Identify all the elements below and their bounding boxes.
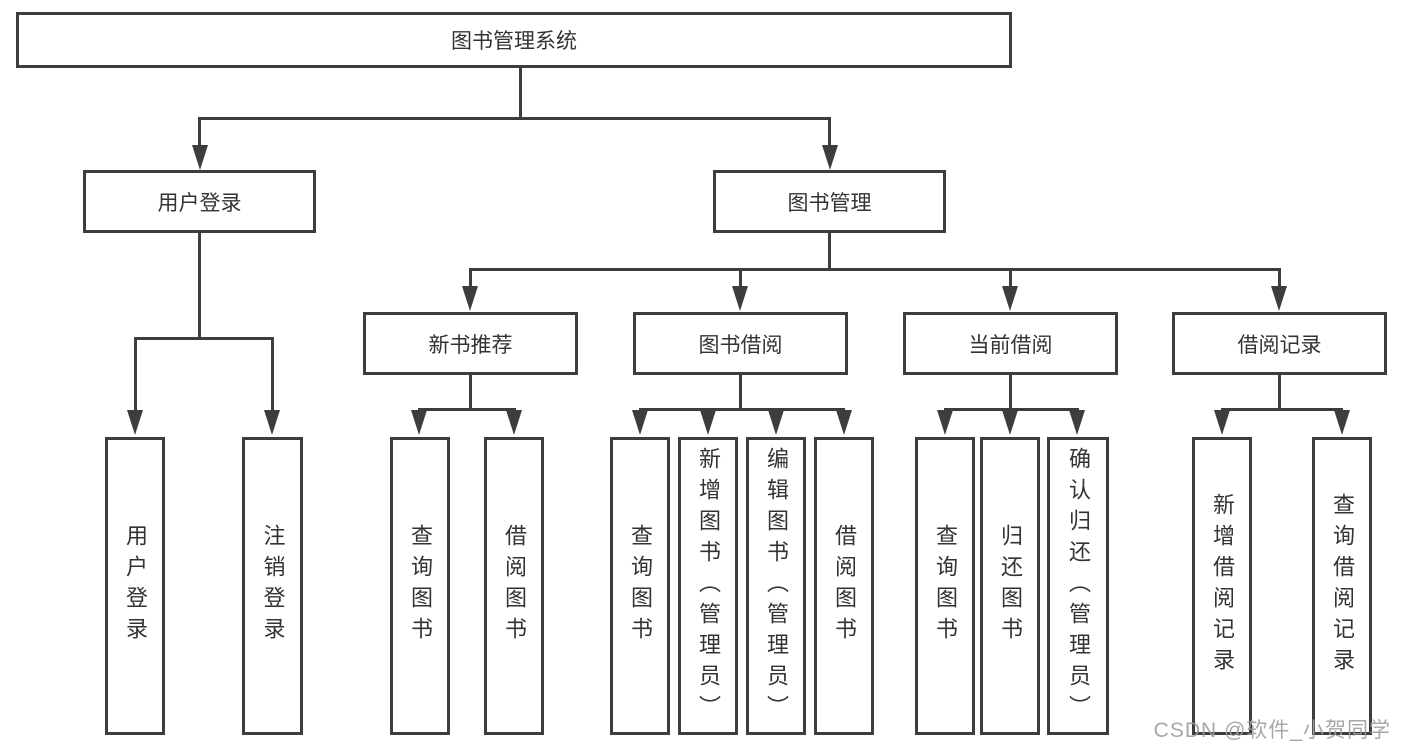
node-user-login: 用户登录 bbox=[83, 170, 316, 233]
leaf-return-books: 归还图书 bbox=[980, 437, 1040, 735]
arrow-down-icon bbox=[192, 145, 208, 170]
arrow-down-icon bbox=[1002, 286, 1018, 311]
arrow-down-icon bbox=[632, 410, 648, 435]
arrow-down-icon bbox=[264, 410, 280, 435]
leaf-add-borrow-record: 新增借阅记录 bbox=[1192, 437, 1252, 735]
arrow-down-icon bbox=[937, 410, 953, 435]
connector-user-login-drop bbox=[198, 233, 201, 337]
connector-book-management-bar bbox=[469, 268, 1281, 271]
connector-stem-borrow-records bbox=[1278, 270, 1281, 287]
arrow-down-icon bbox=[1002, 410, 1018, 435]
connector-stem-user-login bbox=[198, 119, 201, 146]
connector-book-management-drop bbox=[828, 233, 831, 270]
leaf-user-login: 用户登录 bbox=[105, 437, 165, 735]
connector-stem-book-borrow bbox=[739, 270, 742, 287]
connector-root-bar bbox=[198, 117, 831, 120]
arrow-down-icon bbox=[462, 286, 478, 311]
connector-new-book-drop bbox=[469, 375, 472, 408]
leaf-borrow-books: 借阅图书 bbox=[814, 437, 874, 735]
arrow-down-icon bbox=[1069, 410, 1085, 435]
leaf-query-borrow-record: 查询借阅记录 bbox=[1312, 437, 1372, 735]
watermark: CSDN @软件_小贺同学 bbox=[1153, 719, 1391, 742]
arrow-down-icon bbox=[822, 145, 838, 170]
node-current-borrow: 当前借阅 bbox=[903, 312, 1118, 375]
connector-stem-new-book bbox=[469, 270, 472, 287]
connector-stem-current-borrow bbox=[1009, 270, 1012, 287]
connector-current-borrow-bar bbox=[944, 408, 1079, 411]
leaf-query-books: 查询图书 bbox=[610, 437, 670, 735]
leaf-logout: 注销登录 bbox=[242, 437, 303, 735]
node-book-borrow: 图书借阅 bbox=[633, 312, 848, 375]
arrow-down-icon bbox=[700, 410, 716, 435]
leaf-query-books: 查询图书 bbox=[915, 437, 975, 735]
connector-new-book-bar bbox=[418, 408, 516, 411]
node-book-management: 图书管理 bbox=[713, 170, 946, 233]
leaf-edit-book-admin: 编辑图书（管理员） bbox=[746, 437, 806, 735]
leaf-query-books: 查询图书 bbox=[390, 437, 450, 735]
node-root: 图书管理系统 bbox=[16, 12, 1012, 68]
connector-current-borrow-drop bbox=[1009, 375, 1012, 408]
arrow-down-icon bbox=[506, 410, 522, 435]
connector-root-drop bbox=[519, 68, 522, 117]
arrow-down-icon bbox=[127, 410, 143, 435]
connector-book-borrow-drop bbox=[739, 375, 742, 408]
arrow-down-icon bbox=[732, 286, 748, 311]
connector-user-login-bar bbox=[134, 337, 274, 340]
connector-book-borrow-bar bbox=[639, 408, 845, 411]
connector-stem-leaf bbox=[134, 339, 137, 411]
leaf-add-book-admin: 新增图书（管理员） bbox=[678, 437, 738, 735]
arrow-down-icon bbox=[1214, 410, 1230, 435]
leaf-confirm-return-admin: 确认归还（管理员） bbox=[1047, 437, 1109, 735]
node-borrow-records: 借阅记录 bbox=[1172, 312, 1387, 375]
arrow-down-icon bbox=[768, 410, 784, 435]
connector-stem-leaf bbox=[271, 339, 274, 411]
arrow-down-icon bbox=[1271, 286, 1287, 311]
connector-stem-book-management bbox=[828, 119, 831, 146]
leaf-borrow-books: 借阅图书 bbox=[484, 437, 544, 735]
node-new-book-recommend: 新书推荐 bbox=[363, 312, 578, 375]
connector-borrow-records-bar bbox=[1221, 408, 1343, 411]
arrow-down-icon bbox=[1334, 410, 1350, 435]
connector-borrow-records-drop bbox=[1278, 375, 1281, 408]
arrow-down-icon bbox=[411, 410, 427, 435]
arrow-down-icon bbox=[836, 410, 852, 435]
